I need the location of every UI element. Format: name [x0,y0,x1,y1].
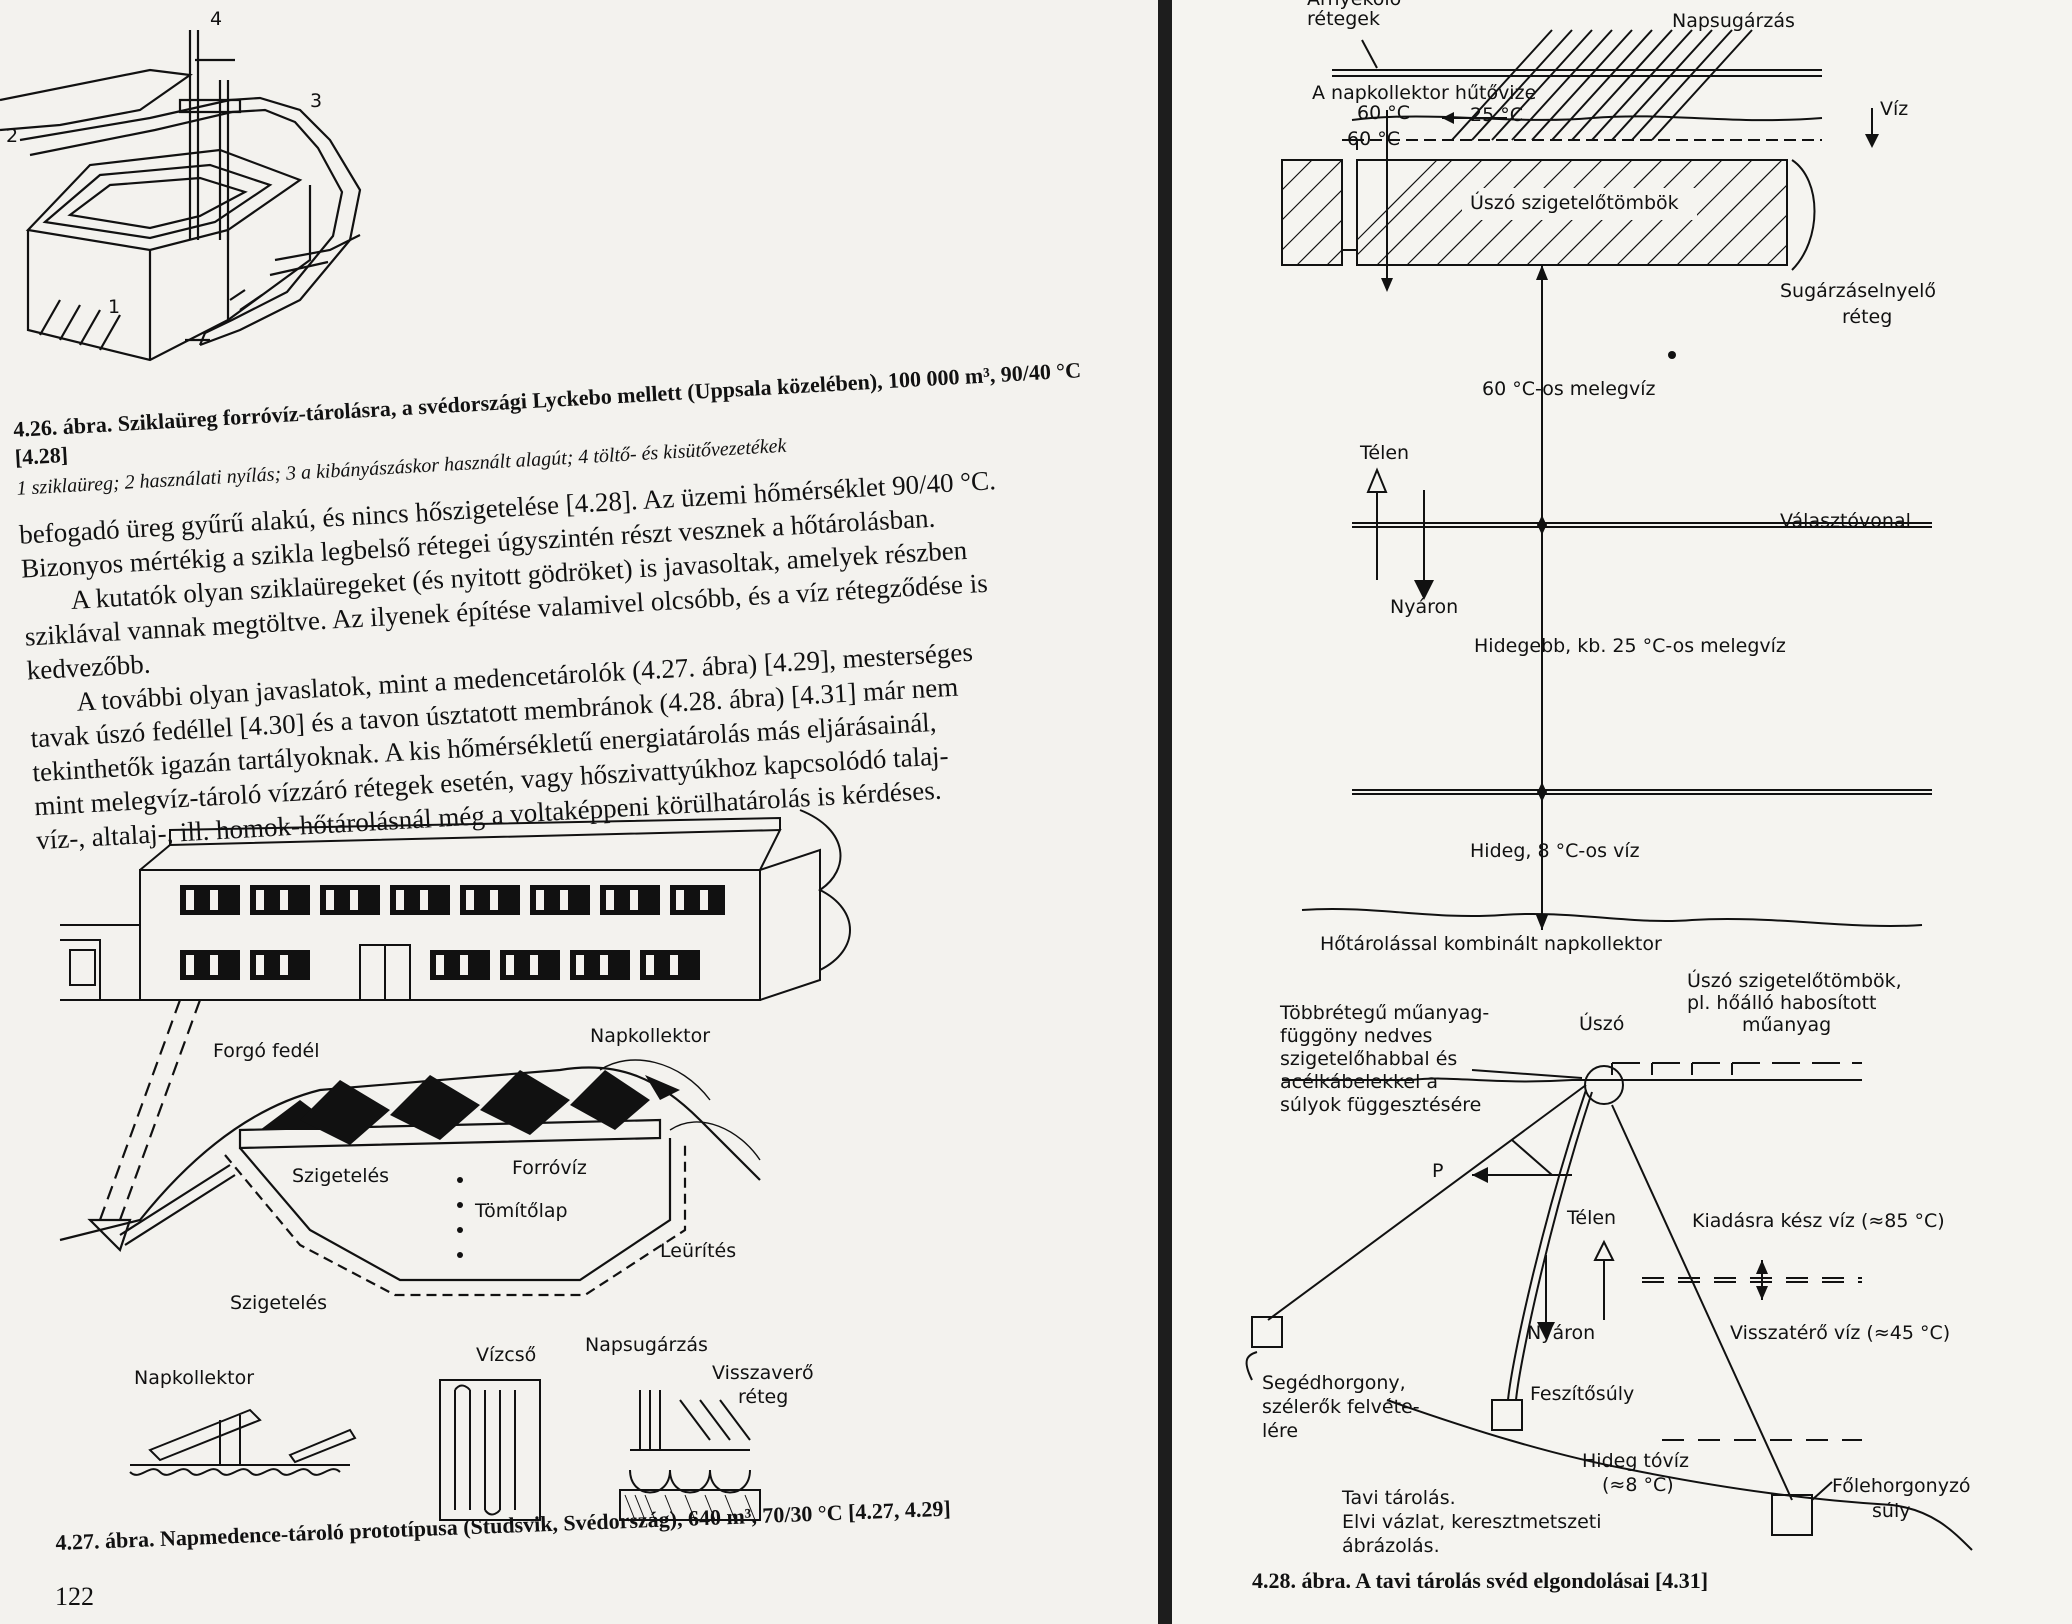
label-valasztovonal: Választóvonal [1780,510,1911,532]
label-reteg-small: réteg [738,1386,789,1408]
label-temp-25: 25 °C [1470,104,1523,126]
label-tobbretegu-2: függöny nedves [1280,1025,1433,1047]
label-tobbretegu-3: szigetelőhabbal és [1280,1048,1458,1070]
label-feszitosuly: Feszítősúly [1530,1383,1635,1405]
label-nyaron-upper: Nyáron [1390,596,1459,618]
label-szigeteles-1: Szigetelés [292,1165,390,1187]
label-seged-2: szélerők felvéte- [1262,1396,1420,1418]
label-szigeteles-2: Szigetelés [230,1292,328,1314]
label-tavi-2: Elvi vázlat, keresztmetszeti [1342,1511,1602,1533]
label-tobbretegu-1: Többrétegű műanyag- [1280,1002,1490,1024]
label-uszo-tombok: Úszó szigetelőtömbök [1470,192,1679,214]
label-retegek: rétegek [1307,8,1380,30]
label-sugarzaselnyelo: Sugárzáselnyelő [1780,280,1936,302]
label-tobbretegu-5: súlyok függesztésére [1280,1094,1482,1116]
label-hutovize: A napkollektor hűtővize [1312,82,1537,104]
fig-solar-pond-drawing [1281,29,1932,930]
label-temp-60b: 60 °C [1347,128,1400,150]
label-nyaron-lower: Nyáron [1527,1322,1596,1344]
label-tavi-1: Tavi tárolás. [1342,1487,1456,1509]
label-napkollektor-bottom: Napkollektor [134,1367,255,1389]
fig-4-26-label-3: 3 [310,90,323,112]
label-vizcso: Vízcső [476,1344,537,1366]
label-forroviz: Forróvíz [512,1157,587,1179]
label-visszavero: Visszaverő [712,1362,814,1384]
label-arnyekolo: Árnyékoló [1307,0,1401,10]
label-melegviz-60: 60 °C-os melegvíz [1482,378,1656,400]
label-forgo-fedel: Forgó fedél [213,1040,320,1062]
fig-4-27-small-drawings [129,1379,761,1521]
label-p-force: P [1432,1160,1444,1182]
right-page: Árnyékoló rétegek Napsugárzás A napkolle… [1172,0,2072,1624]
fig-4-27-pool [59,999,761,1297]
label-seged-1: Segédhorgony, [1262,1372,1406,1394]
label-tobbretegu-4: acélkábelekkel a [1280,1071,1439,1093]
label-uszo-tombok-28: Úszó szigetelőtömbök, [1687,970,1902,992]
label-visszatero: Visszatérő víz (≈45 °C) [1730,1322,1951,1344]
fig-4-26-label-4: 4 [210,8,223,30]
label-napsugarzas-small: Napsugárzás [585,1334,708,1356]
label-seged-3: lére [1262,1420,1299,1442]
label-leurites: Leürítés [660,1240,737,1262]
fig-4-28-caption: 4.28. ábra. A tavi tárolás svéd elgondol… [1252,1568,1709,1593]
label-fole-1: Főlehorgonyzó [1832,1475,1971,1497]
label-hotarolas: Hőtárolással kombinált napkollektor [1320,933,1662,955]
fig-4-27-building [60,809,851,1001]
label-napsugarzas: Napsugárzás [1672,10,1795,32]
label-hideg-toviz-2: (≈8 °C) [1602,1474,1674,1496]
label-telen-lower: Télen [1567,1207,1617,1229]
fig-4-28-drawing [1245,1062,1973,1551]
book-gutter [1158,0,1172,1624]
label-uszo-tombok-28-2: pl. hőálló habosított [1687,992,1877,1014]
label-napkollektor-top: Napkollektor [590,1025,711,1047]
label-tomitolap: Tömítőlap [475,1200,568,1222]
label-temp-60: 60 °C [1357,102,1410,124]
left-page: 4 3 2 1 4.26. ábra. Sziklaüreg forróvíz-… [0,0,1158,1624]
label-fole-2: súly [1872,1500,1911,1522]
label-hideg-toviz: Hideg tóvíz [1582,1450,1689,1472]
label-uszo-float: Úszó [1579,1013,1625,1035]
label-uszo-tombok-28-3: műanyag [1742,1014,1832,1036]
label-hideg-8: Hideg, 8 °C-os víz [1470,840,1640,862]
label-kiadasra: Kiadásra kész víz (≈85 °C) [1692,1210,1945,1232]
fig-4-26-label-1: 1 [108,296,121,318]
label-telen-upper: Télen [1360,442,1410,464]
fig-4-26-label-2: 2 [6,125,19,147]
fig-4-26-drawing [0,30,362,362]
page-number: 122 [55,1582,94,1611]
label-tavi-3: ábrázolás. [1342,1535,1440,1557]
label-viz: Víz [1880,98,1909,120]
label-hidegebb: Hidegebb, kb. 25 °C-os melegvíz [1474,635,1786,657]
label-reteg: réteg [1842,306,1893,328]
